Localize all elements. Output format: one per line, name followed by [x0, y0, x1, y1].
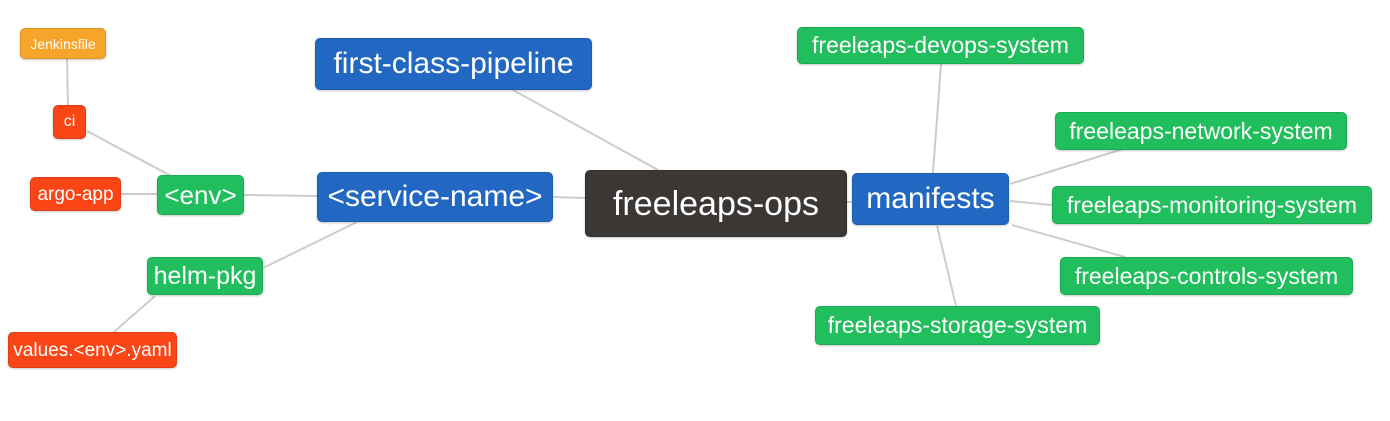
node-helm-pkg[interactable]: helm-pkg	[147, 257, 263, 295]
node-freeleaps-devops-system[interactable]: freeleaps-devops-system	[797, 27, 1084, 64]
edge-devops-manifests	[932, 63, 942, 174]
edge-jenkinsfile-ci	[66, 58, 69, 106]
node-service-name[interactable]: <service-name>	[317, 172, 553, 222]
edge-pipeline-root	[512, 89, 659, 171]
node-jenkinsfile[interactable]: Jenkinsfile	[20, 28, 106, 59]
node-values-env-yaml[interactable]: values.<env>.yaml	[8, 332, 177, 368]
node-freeleaps-network-system[interactable]: freeleaps-network-system	[1055, 112, 1347, 150]
node-freeleaps-storage-system[interactable]: freeleaps-storage-system	[815, 306, 1100, 345]
node-freeleaps-ops-root[interactable]: freeleaps-ops	[585, 170, 847, 237]
edge-service-name-root	[552, 196, 586, 199]
node-first-class-pipeline[interactable]: first-class-pipeline	[315, 38, 592, 90]
node-ci[interactable]: ci	[53, 105, 86, 139]
edge-helm-pkg-values	[113, 295, 156, 333]
node-freeleaps-monitoring-system[interactable]: freeleaps-monitoring-system	[1052, 186, 1372, 224]
edge-env-service-name	[243, 194, 318, 197]
edge-manifests-storage	[936, 225, 957, 307]
edge-manifests-network	[1009, 148, 1124, 185]
edge-manifests-controls	[1011, 224, 1126, 258]
node-env[interactable]: <env>	[157, 175, 244, 215]
node-freeleaps-controls-system[interactable]: freeleaps-controls-system	[1060, 257, 1353, 295]
node-manifests[interactable]: manifests	[852, 173, 1009, 225]
edge-manifests-monitoring	[1009, 200, 1053, 206]
edge-helm-pkg-service-name	[262, 221, 358, 269]
node-argo-app[interactable]: argo-app	[30, 177, 121, 211]
edge-ci-env	[86, 130, 172, 177]
